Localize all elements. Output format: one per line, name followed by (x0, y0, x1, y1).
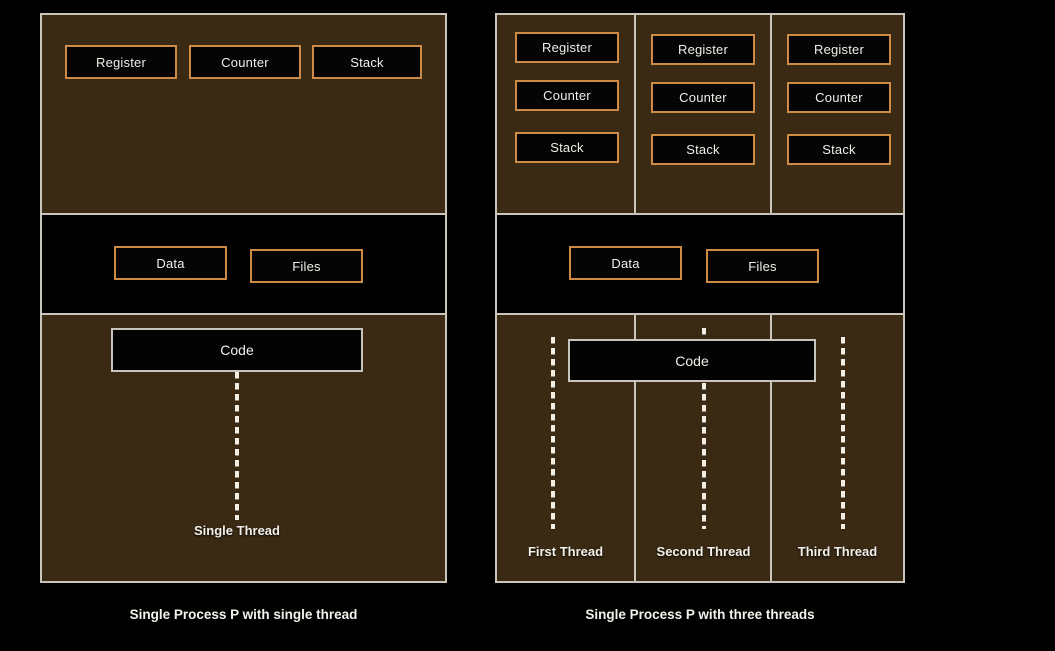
right-thread-label-2: Second Thread (656, 544, 751, 559)
left-thread-line (235, 372, 239, 520)
right-registers-section: Register Counter Stack Register Counter … (497, 15, 903, 215)
right-c2-stack-label: Stack (686, 142, 720, 157)
left-box-counter-label: Counter (221, 54, 269, 70)
left-box-register-label: Register (95, 54, 146, 70)
right-c2-register-label: Register (677, 42, 728, 57)
right-c3-box-register[interactable]: Register (787, 34, 891, 65)
left-box-data[interactable]: Data (114, 246, 227, 280)
right-c1-counter-label: Counter (543, 88, 591, 103)
left-caption: Single Process P with single thread (129, 607, 358, 622)
right-process-panel: Register Counter Stack Register Counter … (495, 13, 905, 583)
left-data-section: Data Files (42, 215, 445, 315)
right-c3-counter-label: Counter (815, 90, 863, 105)
right-c3-register-label: Register (813, 42, 864, 57)
right-c1-box-register[interactable]: Register (515, 32, 619, 63)
right-c1-register-label: Register (541, 40, 592, 55)
right-caption: Single Process P with three threads (585, 607, 815, 622)
left-code-box[interactable]: Code (111, 328, 363, 372)
right-box-files-label: Files (748, 258, 777, 274)
right-c1-box-counter[interactable]: Counter (515, 80, 619, 111)
right-c3-box-counter[interactable]: Counter (787, 82, 891, 113)
right-c3-stack-label: Stack (822, 142, 856, 157)
right-box-files[interactable]: Files (706, 249, 819, 283)
right-code-box[interactable]: Code (568, 339, 816, 382)
right-thread-line-2 (702, 328, 706, 529)
right-c1-stack-label: Stack (550, 140, 584, 155)
right-box-data[interactable]: Data (569, 246, 682, 280)
right-thread-divider-2 (770, 315, 772, 581)
left-process-panel: Register Counter Stack Data Files Code (40, 13, 447, 583)
left-box-register[interactable]: Register (65, 45, 177, 79)
right-c1-box-stack[interactable]: Stack (515, 132, 619, 163)
left-box-stack[interactable]: Stack (312, 45, 422, 79)
right-thread-line-3 (841, 337, 845, 529)
right-c2-box-counter[interactable]: Counter (651, 82, 755, 113)
left-box-data-label: Data (156, 255, 185, 271)
right-column-divider-2 (770, 15, 772, 213)
left-box-counter[interactable]: Counter (189, 45, 301, 79)
right-data-section: Data Files (497, 215, 903, 315)
right-c2-box-register[interactable]: Register (651, 34, 755, 65)
right-thread-label-1: First Thread (527, 544, 604, 559)
left-registers-section: Register Counter Stack (42, 15, 445, 215)
left-box-files[interactable]: Files (250, 249, 363, 283)
right-thread-divider-1 (634, 315, 636, 581)
right-thread-label-3: Third Thread (797, 544, 878, 559)
right-c3-box-stack[interactable]: Stack (787, 134, 891, 165)
right-column-divider-1 (634, 15, 636, 213)
left-thread-label: Single Thread (194, 523, 280, 538)
left-box-stack-label: Stack (350, 54, 384, 70)
right-c2-counter-label: Counter (679, 90, 727, 105)
right-c2-box-stack[interactable]: Stack (651, 134, 755, 165)
right-code-label: Code (675, 352, 709, 369)
right-code-section: Code First Thread Second Thread Third Th… (497, 315, 903, 581)
left-box-files-label: Files (292, 258, 321, 274)
right-thread-line-1 (551, 337, 555, 529)
left-code-label: Code (220, 342, 254, 358)
right-box-data-label: Data (611, 255, 640, 271)
left-code-section: Code Single Thread (42, 315, 445, 581)
